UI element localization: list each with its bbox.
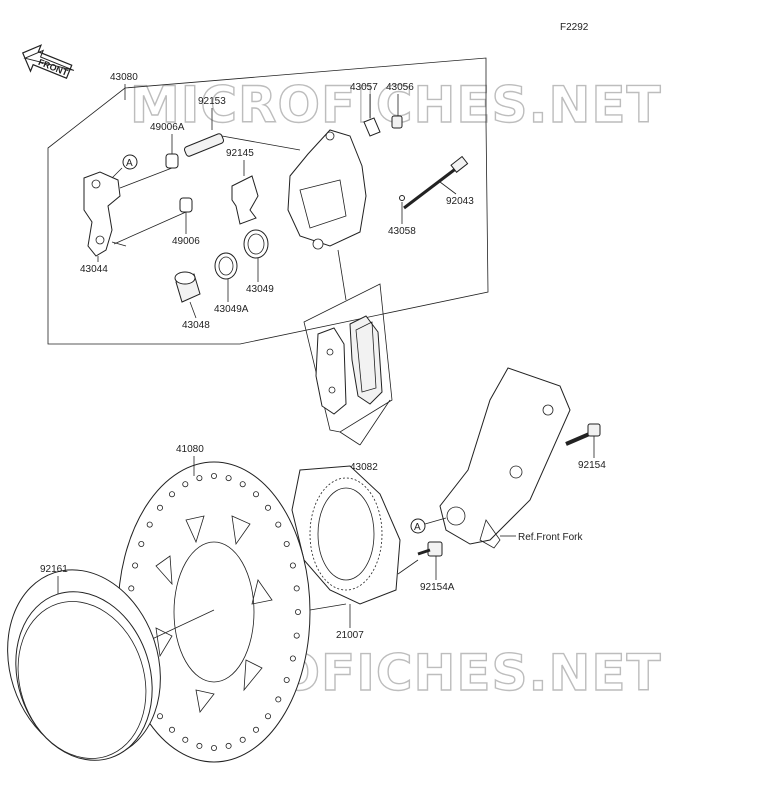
disc-drill-hole (168, 726, 175, 733)
callout-a-fork-label: A (414, 522, 421, 533)
disc-drill-hole (156, 713, 163, 720)
disc-drill-hole (293, 632, 300, 639)
part-label-43082: 43082 (350, 462, 378, 473)
sensor-rotor-21007 (291, 465, 401, 605)
disc-drill-hole (138, 541, 145, 548)
disc-drill-hole (239, 736, 246, 743)
disc-drill-hole (128, 585, 135, 592)
brake-pad-set-outline (303, 283, 393, 433)
disc-drill-hole (293, 585, 300, 592)
disc-drill-hole (289, 562, 296, 569)
disc-drill-hole (283, 541, 290, 548)
disc-drill-hole (264, 504, 271, 511)
disc-drill-hole (225, 742, 232, 749)
disc-drill-hole (168, 491, 175, 498)
disc-drill-hole (275, 521, 282, 528)
piston-43048 (174, 271, 201, 303)
part-label-92161: 92161 (40, 564, 68, 575)
part-label-43049: 43049 (246, 284, 274, 295)
ref-front-fork-label: Ref.Front Fork (518, 532, 583, 543)
part-label-43048: 43048 (182, 320, 210, 331)
disc-drill-hole (294, 609, 301, 616)
part-label-43044: 43044 (80, 264, 108, 275)
front-fork-leg (439, 367, 571, 549)
part-label-43056: 43056 (386, 82, 414, 93)
disc-drill-hole (239, 481, 246, 488)
callout-a-top (122, 154, 138, 170)
disc-drill-hole (196, 742, 203, 749)
part-label-43057: 43057 (350, 82, 378, 93)
pin-92153 (183, 133, 301, 157)
part-label-92153: 92153 (198, 96, 226, 107)
disc-drill-hole (156, 504, 163, 511)
pad-spring-92145 (231, 175, 259, 225)
bolt-49006 (113, 197, 193, 245)
piston-seal-43049 (243, 229, 269, 259)
disc-drill-hole (132, 562, 139, 569)
disc-drill-hole (283, 677, 290, 684)
callout-a-top-label: A (126, 158, 133, 169)
part-label-43058: 43058 (388, 226, 416, 237)
disc-drill-hole (182, 736, 189, 743)
bleeder-parts (363, 115, 403, 137)
disc-drill-hole (264, 713, 271, 720)
part-label-49006: 49006 (172, 236, 200, 247)
part-label-21007: 21007 (336, 630, 364, 641)
part-label-41080: 41080 (176, 444, 204, 455)
caliper-bracket-43044 (83, 171, 127, 257)
disc-drill-hole (289, 655, 296, 662)
pad-pin-92043 (403, 155, 469, 210)
clip-43058 (399, 195, 405, 201)
figure-code: F2292 (560, 22, 589, 33)
disc-drill-hole (252, 726, 259, 733)
disc-drill-hole (225, 475, 232, 482)
callout-a-fork (410, 518, 426, 534)
part-label-92154: 92154 (578, 460, 606, 471)
disc-drill-hole (210, 745, 217, 752)
bolt-92154A (417, 541, 443, 557)
ring-92161 (7, 569, 161, 761)
part-label-92154A: 92154A (420, 582, 455, 593)
disc-drill-hole (275, 696, 282, 703)
disc-drill-hole (252, 491, 259, 498)
part-label-43080: 43080 (110, 72, 138, 83)
brake-disc-41080 (117, 461, 311, 763)
front-arrow-icon: FRONT (21, 44, 75, 79)
part-label-43049A: 43049A (214, 304, 249, 315)
bolt-92154 (565, 423, 601, 446)
part-label-49006A: 49006A (150, 122, 185, 133)
dust-seal-43049A (214, 252, 238, 280)
disc-drill-hole (146, 521, 153, 528)
disc-drill-hole (196, 475, 203, 482)
part-label-92043: 92043 (446, 196, 474, 207)
disc-drill-hole (182, 481, 189, 488)
disc-drill-hole (210, 472, 217, 479)
part-label-92145: 92145 (226, 148, 254, 159)
brake-pads (315, 315, 383, 415)
caliper-body (287, 129, 367, 301)
